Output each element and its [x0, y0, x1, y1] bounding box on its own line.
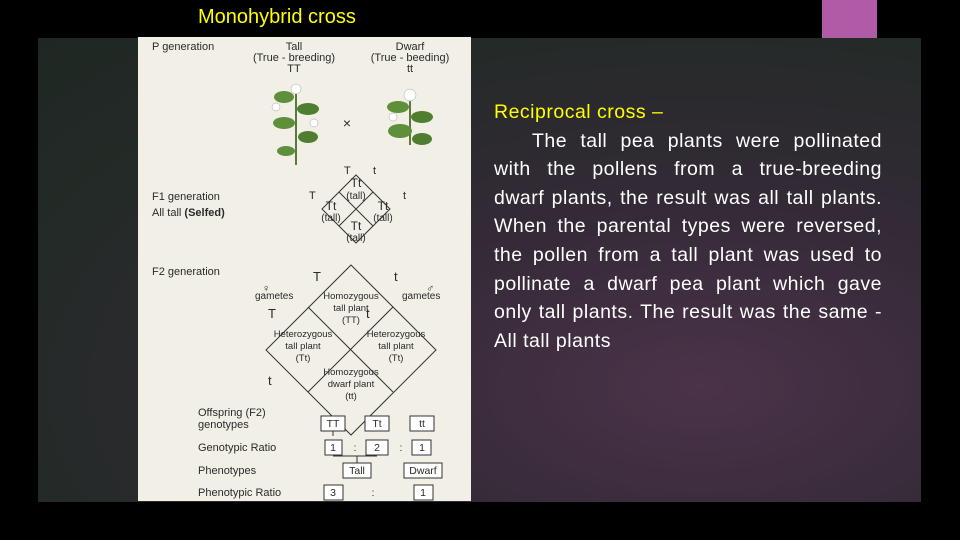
f2-bottom-cell: dwarf plant [328, 379, 375, 390]
f2-left-cell: (Tt) [296, 353, 311, 364]
genotypic-ratio-label: Genotypic Ratio [198, 442, 276, 454]
f1-cell-genotype: Tt [351, 219, 362, 233]
f2-allele-t-left: t [268, 373, 272, 388]
f1-cell-phenotype: (tall) [346, 233, 365, 244]
f2-right-cell: Heterozygous [367, 329, 426, 340]
genotypic-ratio-value: 2 [374, 442, 380, 454]
slide-title: Monohybrid cross [198, 6, 356, 28]
ratio-boxes [320, 415, 443, 501]
f2-top-cell: Homozygous [323, 291, 379, 302]
tall-sub-label: (True - breeding) [253, 52, 335, 64]
offspring-label-2: genotypes [198, 419, 249, 431]
f1-cell-genotype: Tt [351, 176, 362, 190]
ratio-colon: : [400, 442, 403, 454]
f2-left-cell: Heterozygous [274, 329, 333, 340]
genotype-cell: tt [419, 418, 425, 430]
f2-left-cell: tall plant [285, 341, 321, 352]
tall-label: Tall [286, 41, 303, 53]
phenotype-connector [332, 431, 377, 463]
f1-cell-phenotype: (tall) [321, 213, 340, 224]
offspring-label: Offspring (F2) [198, 407, 266, 419]
genotypic-ratio-value: 1 [330, 442, 336, 454]
f1-cell-phenotype: (tall) [346, 191, 365, 202]
phenotype-dwarf: Dwarf [409, 465, 437, 477]
f1-all-tall-label: All tall (Selfed) [152, 207, 225, 219]
phenotype-tall: Tall [349, 465, 365, 477]
f2-allele-T-left: T [268, 306, 276, 321]
reciprocal-cross-paragraph: The tall pea plants were pollinated with… [494, 129, 882, 352]
f2-top-cell: (TT) [342, 315, 360, 326]
f2-generation-label: F2 generation [152, 266, 220, 278]
f1-allele-T-left: T [309, 190, 316, 202]
phenotypes-label: Phenotypes [198, 465, 257, 477]
female-gametes-label: gametes [255, 291, 293, 302]
f1-punnett-diamond [321, 174, 391, 244]
f1-generation-label: F1 generation [152, 191, 220, 203]
f1-cell-genotype: Tt [326, 199, 337, 213]
p-generation-label: P generation [152, 41, 214, 53]
f1-allele-t-right: t [403, 190, 406, 202]
f2-allele-t-top: t [394, 269, 398, 284]
f2-allele-T-top: T [313, 269, 321, 284]
dwarf-sub-label: (True - beeding) [371, 52, 449, 64]
ratio-colon: : [372, 487, 375, 499]
dwarf-pea-plant-icon [387, 88, 433, 145]
f2-bottom-cell: Homozygous [323, 367, 379, 378]
f2-punnett-diamond [265, 264, 437, 436]
phenotypic-ratio-label: Phenotypic Ratio [198, 487, 281, 499]
reciprocal-cross-heading: Reciprocal cross – [494, 101, 664, 123]
female-symbol: ♀ [262, 283, 270, 295]
f2-top-cell: tall plant [333, 303, 369, 314]
tall-genotype: TT [287, 63, 301, 75]
monohybrid-cross-figure: P generation Tall (True - breeding) TT D… [138, 37, 471, 501]
male-symbol: ♂ [426, 283, 434, 295]
phenotypic-ratio-value: 3 [330, 487, 336, 499]
genotypic-ratio-value: 1 [419, 442, 425, 454]
f1-cell-phenotype: (tall) [373, 213, 392, 224]
cross-sign: × [343, 115, 351, 131]
f2-bottom-cell: (tt) [345, 391, 357, 402]
ratio-colon: : [354, 442, 357, 454]
f1-allele-t-top: t [373, 165, 376, 177]
genotype-cell: TT [327, 418, 340, 430]
dwarf-genotype: tt [407, 63, 413, 75]
cross-diagram: P generation Tall (True - breeding) TT D… [152, 41, 449, 501]
phenotypic-ratio-value: 1 [420, 487, 426, 499]
genotype-cell: Tt [372, 418, 381, 430]
f1-cell-genotype: Tt [378, 199, 389, 213]
reciprocal-cross-text: Reciprocal cross – The tall pea plants w… [494, 98, 882, 355]
f2-allele-t-inner: t [366, 306, 370, 321]
f2-right-cell: tall plant [378, 341, 414, 352]
dwarf-label: Dwarf [396, 41, 426, 53]
f2-right-cell: (Tt) [389, 353, 404, 364]
f1-allele-T-top: T [344, 165, 351, 177]
male-gametes-label: gametes [402, 291, 440, 302]
tall-pea-plant-icon [271, 83, 319, 165]
